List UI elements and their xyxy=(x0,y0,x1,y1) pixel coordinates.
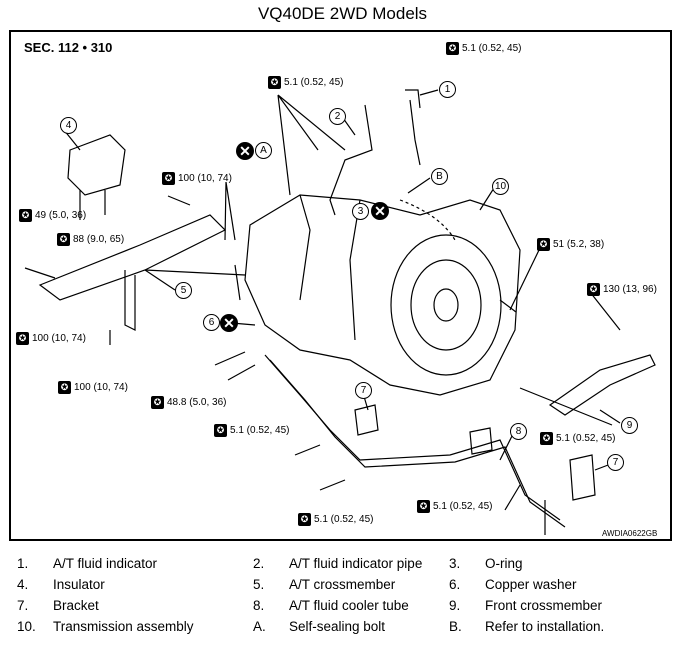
callout-7b: 7 xyxy=(607,454,624,471)
transmission-body xyxy=(244,194,521,396)
callout-A: A xyxy=(255,142,272,159)
callout-5: 5 xyxy=(175,282,192,299)
torque-wrench-icon: ✪ xyxy=(417,500,430,513)
torque-wrench-icon: ✪ xyxy=(19,209,32,222)
torque-wrench-icon: ✪ xyxy=(540,432,553,445)
callout-9: 9 xyxy=(621,417,638,434)
insulator-shape xyxy=(67,134,126,196)
bracket-1 xyxy=(354,404,379,436)
callout-6: 6 xyxy=(203,314,220,331)
callout-2: 2 xyxy=(329,108,346,125)
diagram-title: VQ40DE 2WD Models xyxy=(257,4,428,23)
torque-wrench-icon: ✪ xyxy=(58,381,71,394)
replace-part-icon: ✕ xyxy=(220,314,238,332)
callout-1: 1 xyxy=(439,81,456,98)
cooler-tube-2 xyxy=(269,359,566,528)
callout-10: 10 xyxy=(492,178,509,195)
torque-wrench-icon: ✪ xyxy=(268,76,281,89)
torque-spec-t1: ✪5.1 (0.52, 45) xyxy=(446,42,521,55)
fluid-indicator xyxy=(405,89,421,166)
torque-spec-t11: ✪5.1 (0.52, 45) xyxy=(214,424,289,437)
callout-B: B xyxy=(431,168,448,185)
torque-converter xyxy=(390,234,502,376)
torque-spec-t9: ✪100 (10, 74) xyxy=(58,381,128,394)
torque-spec-t4: ✪49 (5.0, 36) xyxy=(19,209,86,222)
torque-wrench-icon: ✪ xyxy=(16,332,29,345)
torque-wrench-icon: ✪ xyxy=(587,283,600,296)
torque-spec-t7: ✪130 (13, 96) xyxy=(587,283,657,296)
torque-wrench-icon: ✪ xyxy=(537,238,550,251)
torque-wrench-icon: ✪ xyxy=(446,42,459,55)
torque-spec-t12: ✪5.1 (0.52, 45) xyxy=(540,432,615,445)
front-crossmember-shape xyxy=(548,354,656,416)
torque-spec-t8: ✪100 (10, 74) xyxy=(16,332,86,345)
callout-8: 8 xyxy=(510,423,527,440)
callout-3: 3 xyxy=(352,203,369,220)
bracket-3 xyxy=(469,427,493,455)
torque-spec-t5: ✪88 (9.0, 65) xyxy=(57,233,124,246)
torque-spec-t10: ✪48.8 (5.0, 36) xyxy=(151,396,226,409)
replace-part-icon: ✕ xyxy=(371,202,389,220)
torque-wrench-icon: ✪ xyxy=(151,396,164,409)
torque-spec-t6: ✪51 (5.2, 38) xyxy=(537,238,604,251)
torque-spec-t13: ✪5.1 (0.52, 45) xyxy=(417,500,492,513)
diagram-frame xyxy=(9,30,672,541)
torque-wrench-icon: ✪ xyxy=(298,513,311,526)
callout-4: 4 xyxy=(60,117,77,134)
torque-wrench-icon: ✪ xyxy=(162,172,175,185)
callout-7a: 7 xyxy=(355,382,372,399)
drawing-code: AWDIA0622GB xyxy=(602,529,658,538)
torque-spec-t14: ✪5.1 (0.52, 45) xyxy=(298,513,373,526)
torque-wrench-icon: ✪ xyxy=(57,233,70,246)
torque-spec-t2: ✪5.1 (0.52, 45) xyxy=(268,76,343,89)
fluid-indicator-pipe xyxy=(329,104,373,216)
torque-wrench-icon: ✪ xyxy=(214,424,227,437)
replace-part-icon: ✕ xyxy=(236,142,254,160)
bracket-2 xyxy=(569,454,596,501)
section-label: SEC. 112 • 310 xyxy=(24,40,113,55)
torque-spec-t3: ✪100 (10, 74) xyxy=(162,172,232,185)
